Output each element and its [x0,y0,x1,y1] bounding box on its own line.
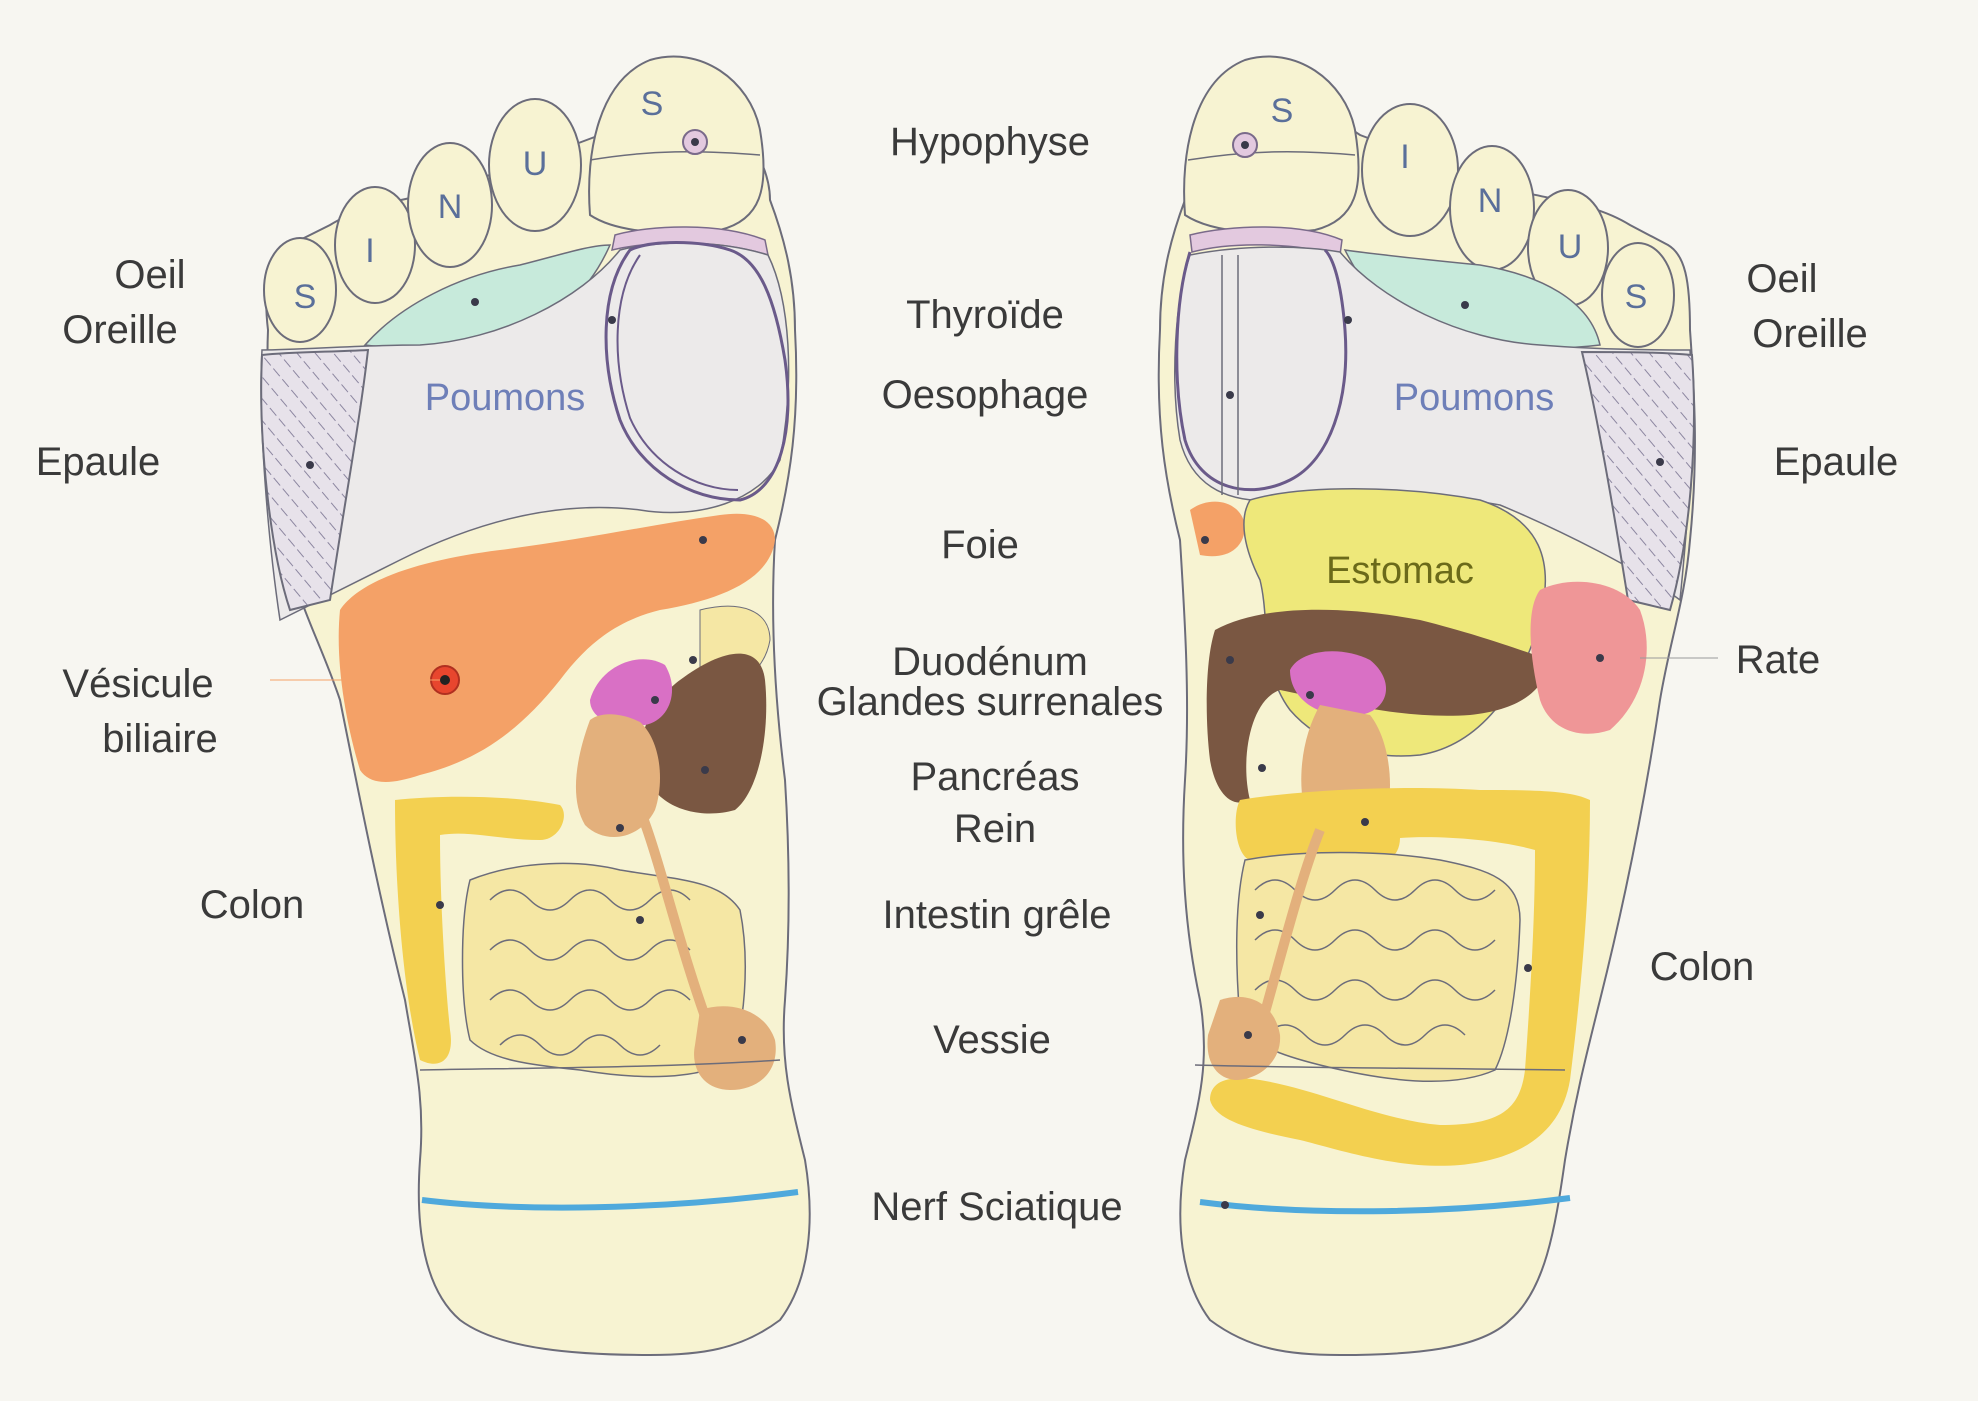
left-toe-letter-4: U [523,145,548,183]
left-toe-1 [588,55,765,234]
right-foot [1157,55,1696,1357]
label-vessie: Vessie [933,1018,1051,1062]
left-foot [260,55,811,1357]
label-left-vesicule: Vésicule [62,662,213,706]
right-toe-letter-1: S [1271,92,1294,130]
right-toe-1 [1183,55,1360,234]
label-right-epaule: Epaule [1774,440,1899,484]
right-lung-zone [1174,246,1693,602]
left-toe-letter-1: S [294,278,317,316]
label-right-oeil: Oeil [1746,257,1817,301]
left-sciatic-line [421,1189,799,1211]
left-toe-3 [407,142,493,268]
label-pancreas: Pancréas [911,755,1080,799]
right-toe-letter-5: S [1625,278,1648,316]
label-right-colon: Colon [1650,945,1755,989]
label-glandes: Glandes surrenales [817,680,1164,724]
left-toe-letter-5: S [641,85,664,123]
left-toe-2 [488,98,582,232]
label-oesophage: Oesophage [882,373,1089,417]
right-oesophagus-ring [1175,248,1348,492]
right-toe-5 [1601,242,1675,348]
label-left-colon: Colon [200,883,305,927]
label-rein: Rein [954,807,1036,851]
label-right-rate: Rate [1736,638,1821,682]
label-left-epaule: Epaule [36,440,161,484]
left-toe-5 [263,237,337,343]
right-toe-2 [1361,103,1459,237]
left-adrenal-zone [590,659,673,726]
left-kidney-zone [575,714,660,837]
right-shoulder-zone [1580,350,1695,612]
right-reflex-points [1201,132,1664,1209]
right-spleen-zone [1530,581,1647,734]
left-shoulder-zone [260,348,370,612]
label-intestin: Intestin grêle [882,893,1111,937]
label-foie: Foie [941,523,1019,567]
left-liver-zone [338,513,775,782]
right-toe-letter-4: U [1558,228,1583,266]
left-oesophagus-ring [604,241,790,502]
left-reflex-points [306,129,746,1044]
center-labels: Hypophyse Thyroïde Oesophage Foie Duodén… [817,120,1164,1229]
label-hypophyse: Hypophyse [890,120,1090,164]
right-toe-letter-2: I [1400,138,1409,176]
left-toe-letters: S I N U S [294,85,664,316]
right-sciatic-line [1199,1195,1571,1215]
left-toe-letter-3: N [438,188,463,226]
right-bladder-zone [1207,996,1281,1080]
left-toe-4 [334,186,416,304]
label-right-oreille: Oreille [1752,312,1868,356]
left-labels: Oeil Oreille Epaule Vésicule biliaire Co… [36,253,305,927]
right-labels: Oeil Oreille Epaule Rate Colon [1640,257,1898,989]
right-colon-zone [1210,788,1590,1166]
left-bladder-zone [694,1006,776,1090]
estomac-label: Estomac [1326,550,1474,592]
right-toe-letters: S I N U S [1271,92,1648,316]
poumons-right-label: Poumons [1394,377,1555,419]
label-left-biliaire: biliaire [102,717,218,761]
poumons-left-label: Poumons [425,377,586,419]
left-toe-letter-2: I [365,232,374,270]
label-left-oreille: Oreille [62,308,178,352]
left-colon-zone [395,796,564,1064]
right-toe-letter-3: N [1478,182,1503,220]
label-nerf: Nerf Sciatique [871,1185,1122,1229]
label-thyroide: Thyroïde [906,293,1064,337]
right-adrenal-zone [1290,651,1387,716]
label-left-oeil: Oeil [114,253,185,297]
label-duodenum: Duodénum [892,640,1088,684]
